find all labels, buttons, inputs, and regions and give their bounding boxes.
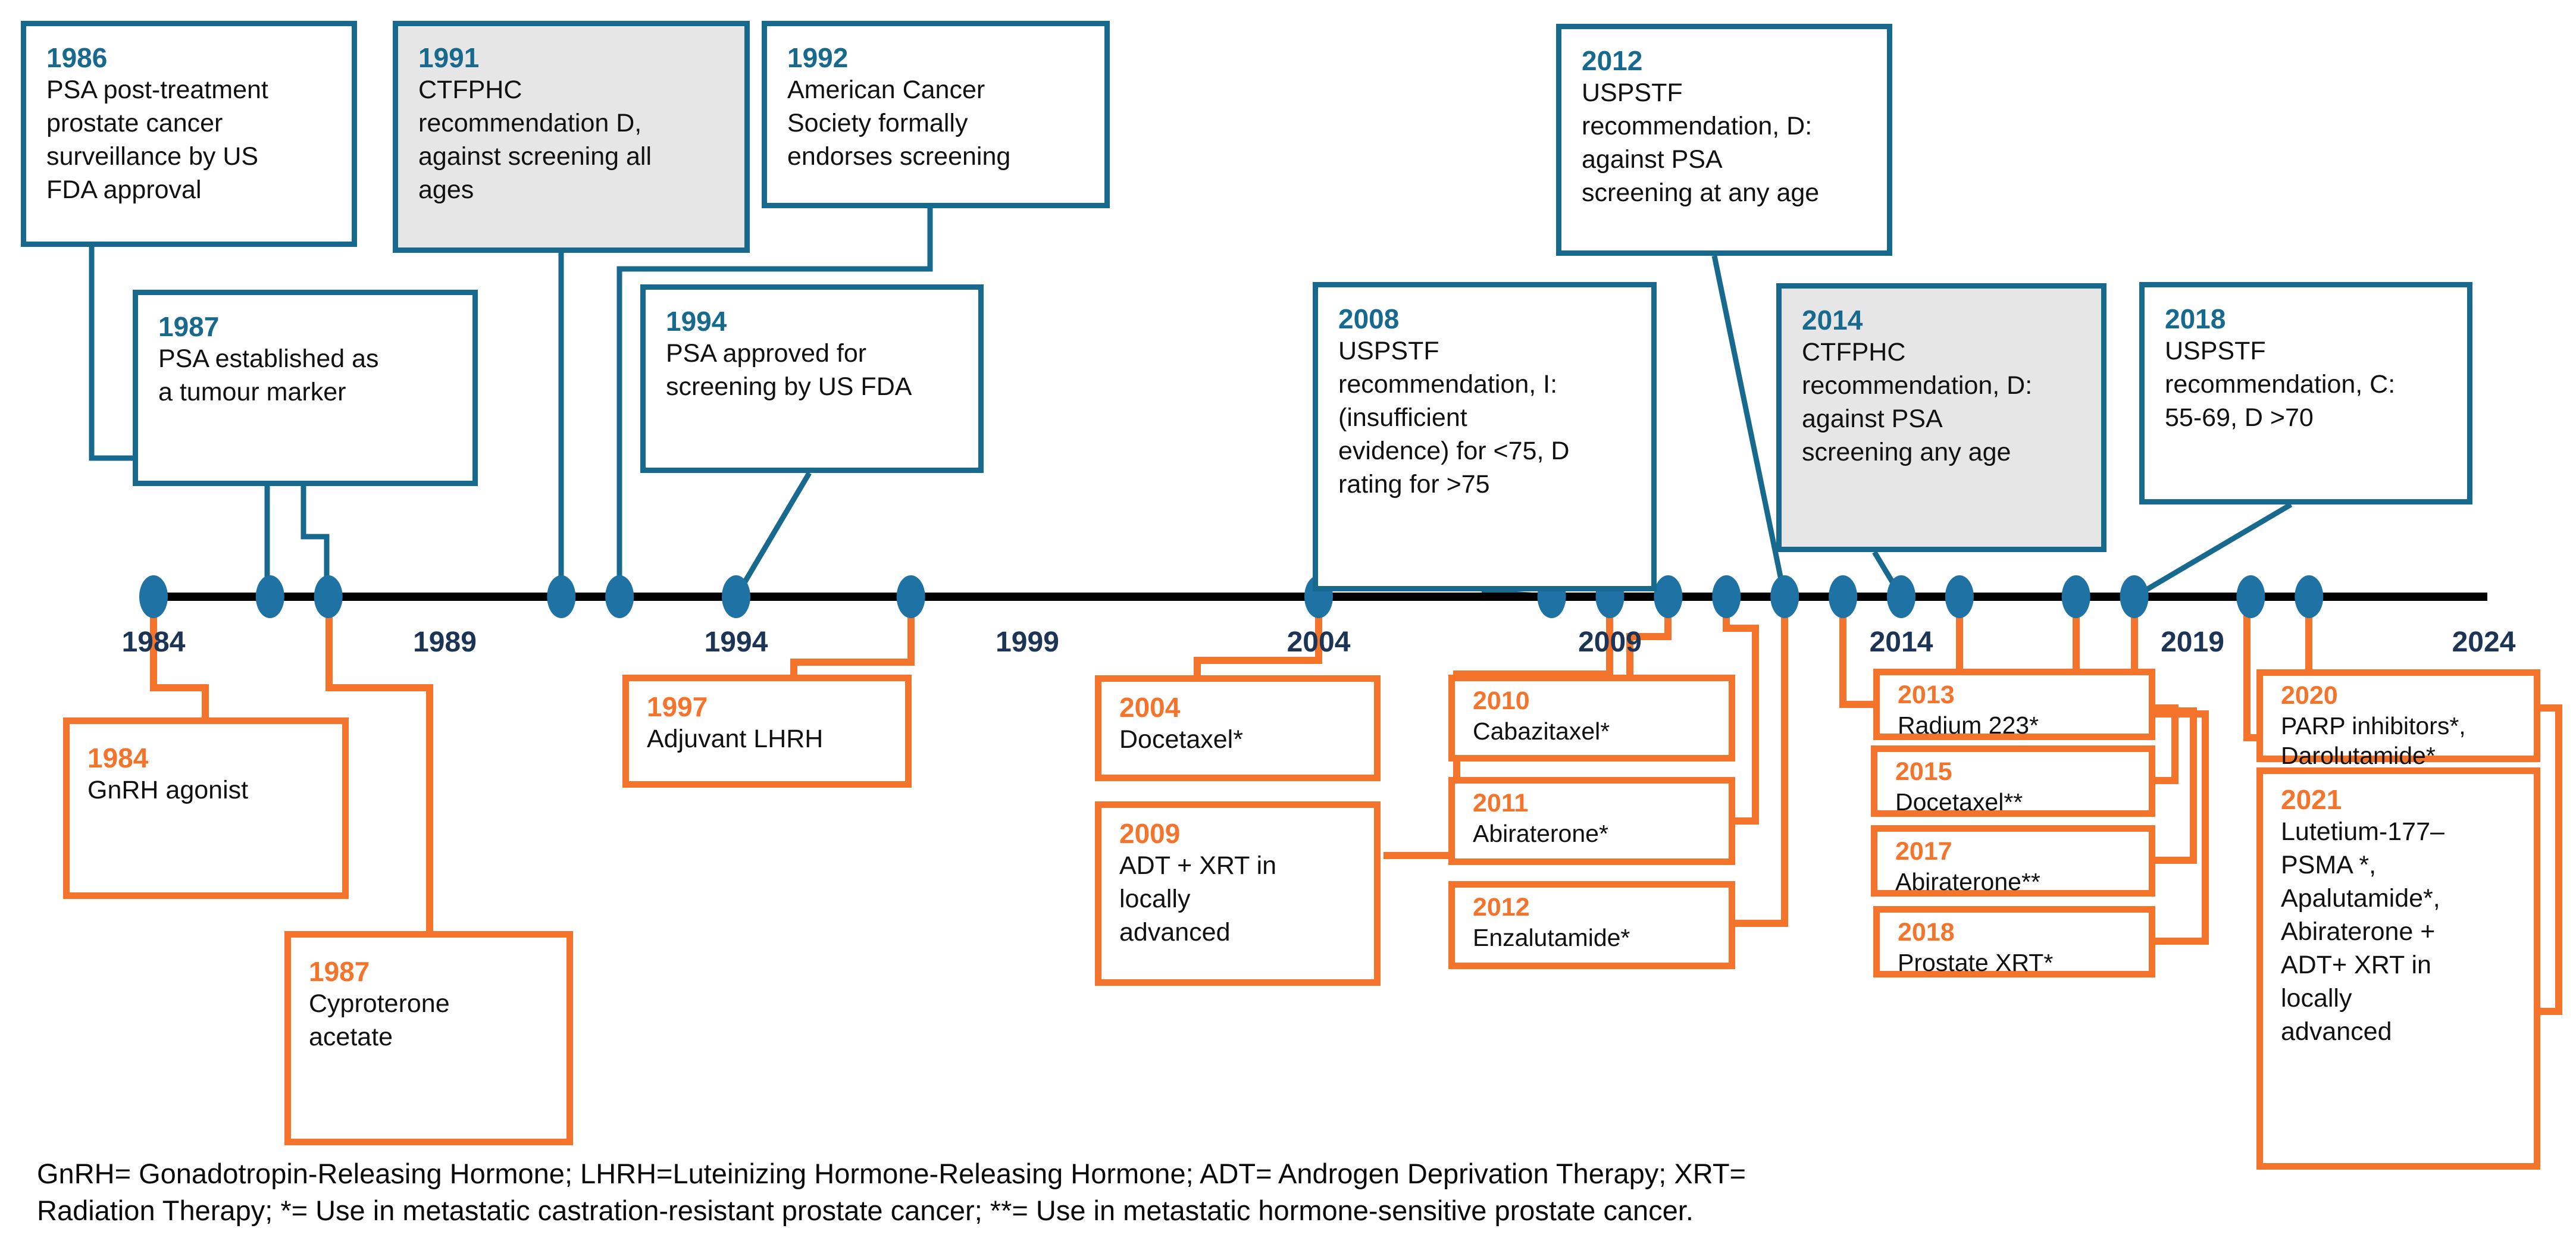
event-box-1994-psa-approved: 1994 PSA approved for screening by US FD… xyxy=(640,284,984,473)
timeline-dot-1987 xyxy=(314,575,343,618)
event-box-2021-lutetium: 2021 Lutetium-177– PSMA *, Apalutamide*,… xyxy=(2256,767,2540,1170)
event-text: USPSTF recommendation, D: against PSA sc… xyxy=(1582,79,1820,207)
event-text: Enzalutamide* xyxy=(1473,923,1630,951)
event-year: 1986 xyxy=(46,42,108,73)
event-box-1991-ctfphc: 1991 CTFPHC recommendation D, against sc… xyxy=(393,21,750,253)
event-text: American Cancer Society formally endorse… xyxy=(787,76,1011,171)
event-box-1992-acs: 1992 American Cancer Society formally en… xyxy=(762,21,1110,208)
event-text: USPSTF recommendation, I: (insufficient … xyxy=(1338,337,1570,499)
timeline-dot-2018 xyxy=(2120,575,2149,618)
event-text: Docetaxel** xyxy=(1895,788,2023,816)
event-text: Radium 223* xyxy=(1898,711,2039,739)
event-text: CTFPHC recommendation, D: against PSA sc… xyxy=(1802,338,2033,466)
event-text: PSA approved for screening by US FDA xyxy=(666,339,912,402)
axis-year-label: 1984 xyxy=(121,626,186,658)
timeline-dot-1997 xyxy=(896,575,925,618)
axis-year-label: 2014 xyxy=(1869,626,1933,658)
timeline-dot-2013 xyxy=(1829,575,1858,618)
event-year: 2010 xyxy=(1473,687,1530,715)
axis-year-label: 1994 xyxy=(704,626,768,658)
event-box-2018-uspstf: 2018 USPSTF recommendation, C: 55-69, D … xyxy=(2139,282,2472,505)
event-text: PSA established as a tumour marker xyxy=(158,344,379,407)
timeline-dot-2011 xyxy=(1712,575,1741,618)
orange-connectors xyxy=(150,597,2562,1015)
event-box-2014-ctfphc: 2014 CTFPHC recommendation, D: against P… xyxy=(1776,283,2107,552)
timeline-dot-2020 xyxy=(2236,575,2265,618)
event-year: 1992 xyxy=(787,42,849,73)
event-text: PARP inhibitors*, Darolutamide* xyxy=(2281,712,2466,769)
event-box-1987-cyproterone: 1987 Cyproterone acetate xyxy=(284,931,573,1145)
timeline-dot-2014 xyxy=(1887,575,1915,618)
axis-year-label: 2004 xyxy=(1287,626,1351,658)
event-box-2013-radium: 2013 Radium 223* xyxy=(1873,669,2155,740)
timeline-dot-1986 xyxy=(255,575,284,618)
event-box-2004-docetaxel: 2004 Docetaxel* xyxy=(1095,675,1381,781)
timeline-dot-2012 xyxy=(1770,575,1799,618)
event-text: CTFPHC recommendation D, against screeni… xyxy=(418,76,652,204)
event-text: Abiraterone* xyxy=(1473,819,1608,847)
event-box-2015-docetaxel: 2015 Docetaxel** xyxy=(1871,745,2155,817)
timeline-dot-1991 xyxy=(547,575,576,618)
event-box-2010-cabazitaxel: 2010 Cabazitaxel* xyxy=(1448,675,1735,762)
event-box-1986-psa-surveillance: 1986 PSA post-treatment prostate cancer … xyxy=(21,21,357,247)
event-box-1997-adjuvant-lhrh: 1997 Adjuvant LHRH xyxy=(622,675,912,788)
event-year: 1984 xyxy=(87,742,149,773)
event-year: 1991 xyxy=(418,42,480,73)
event-box-2012-enzalutamide: 2012 Enzalutamide* xyxy=(1448,881,1735,969)
timeline-dot-2010 xyxy=(1654,575,1683,618)
timeline-dot-2017 xyxy=(2061,575,2090,618)
timeline-dot-2015 xyxy=(1945,575,1974,618)
event-box-2017-abiraterone: 2017 Abiraterone** xyxy=(1871,825,2155,897)
event-text: PSA post-treatment prostate cancer surve… xyxy=(46,76,268,204)
event-year: 2018 xyxy=(2165,303,2226,334)
event-text: ADT + XRT in locally advanced xyxy=(1119,851,1277,947)
axis-year-label: 1989 xyxy=(413,626,477,658)
event-year: 1994 xyxy=(666,306,727,337)
event-text: Cabazitaxel* xyxy=(1473,717,1610,745)
event-text: Cyproterone acetate xyxy=(309,989,450,1052)
event-text: Docetaxel* xyxy=(1119,725,1243,754)
event-text: Lutetium-177– PSMA *, Apalutamide*, Abir… xyxy=(2281,817,2444,1046)
event-year: 2011 xyxy=(1473,789,1529,817)
event-box-2008-uspstf: 2008 USPSTF recommendation, I: (insuffic… xyxy=(1313,282,1657,591)
event-year: 1987 xyxy=(309,956,370,987)
event-year: 2008 xyxy=(1338,303,1400,334)
event-year: 2018 xyxy=(1898,918,1955,947)
event-year: 2020 xyxy=(2281,681,2338,710)
event-box-2011-abiraterone: 2011 Abiraterone* xyxy=(1448,777,1735,865)
axis-year-label: 2019 xyxy=(2161,626,2224,658)
event-year: 2012 xyxy=(1473,893,1530,922)
teal-connectors xyxy=(89,208,2293,600)
event-year: 2017 xyxy=(1895,837,1952,866)
event-year: 2009 xyxy=(1119,818,1181,849)
timeline-dot-1992 xyxy=(605,575,634,618)
event-year: 2004 xyxy=(1119,692,1181,723)
event-box-1987-tumour-marker: 1987 PSA established as a tumour marker xyxy=(133,290,478,486)
event-box-2020-parp: 2020 PARP inhibitors*, Darolutamide* xyxy=(2256,669,2540,769)
axis-year-label: 1999 xyxy=(996,626,1059,658)
axis-year-label: 2009 xyxy=(1578,626,1642,658)
timeline-dot-1984 xyxy=(139,575,168,618)
axis-year-label: 2024 xyxy=(2452,626,2516,658)
event-year: 2014 xyxy=(1802,305,1863,336)
event-text: USPSTF recommendation, C: 55-69, D >70 xyxy=(2165,337,2396,433)
event-text: Prostate XRT* xyxy=(1898,948,2054,976)
timeline-dot-2021 xyxy=(2295,575,2324,618)
event-year: 2021 xyxy=(2281,784,2342,815)
event-box-2009-adt-xrt: 2009 ADT + XRT in locally advanced xyxy=(1095,801,1381,986)
event-box-1984-gnrh: 1984 GnRH agonist xyxy=(63,717,349,899)
event-year: 2012 xyxy=(1582,45,1643,76)
event-text: Abiraterone** xyxy=(1895,867,2040,895)
event-year: 2013 xyxy=(1898,681,1955,709)
timeline-dot-1994 xyxy=(722,575,750,618)
event-year: 1987 xyxy=(158,311,220,342)
event-text: GnRH agonist xyxy=(87,776,249,805)
event-year: 1997 xyxy=(647,691,708,722)
abbreviation-footnote: GnRH= Gonadotropin-Releasing Hormone; LH… xyxy=(37,1158,1746,1227)
event-box-2018-prostate-xrt: 2018 Prostate XRT* xyxy=(1873,906,2155,977)
event-text: Adjuvant LHRH xyxy=(647,725,824,754)
event-box-2012-uspstf: 2012 USPSTF recommendation, D: against P… xyxy=(1556,24,1892,256)
event-year: 2015 xyxy=(1895,757,1952,786)
